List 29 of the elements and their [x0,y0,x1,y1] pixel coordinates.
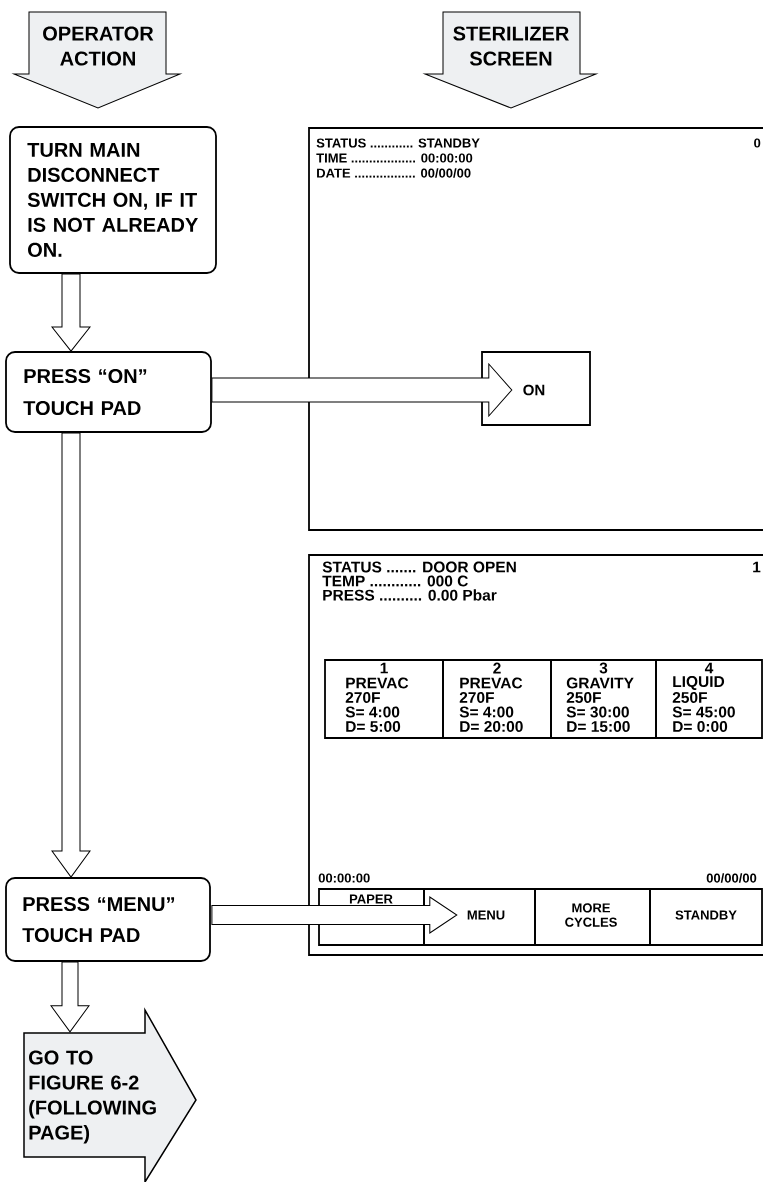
screen-text: TIME .................. 00:00:00 [316,153,473,163]
header-text: STERILIZER SCREEN [453,26,569,66]
screen-text: STATUS ....... DOOR OPEN [322,561,516,573]
touch-pad: ON [481,351,591,426]
touch-pad: PAPER [318,888,425,946]
screen-text: PRESS .......... 0.00 Pbar [323,589,497,601]
header-text: OPERATOR ACTION [43,26,154,66]
screen-text: STATUS ............ STANDBY [316,138,480,148]
hollow-arrow [51,273,91,352]
screen-text: DATE ................. 00/00/00 [317,168,471,178]
hollow-arrow [51,432,91,878]
step-box: PRESS “ON” TOUCH PAD [5,351,212,433]
screen-text: 00/00/00 [706,873,757,883]
hollow-arrow [211,896,458,934]
step-box: PRESS “MENU” TOUCH PAD [5,877,211,962]
touch-pad: STANDBY [649,888,763,946]
cycle-cell: 3 GRAVITY 250F S= 30:00 D= 15:00 [550,659,657,739]
screen-text: 00:00:00 [318,873,370,883]
screen-text: 0 [754,138,761,148]
step-box: TURN MAIN DISCONNECT SWITCH ON, IF IT IS NOT ALREADY ON. [9,126,217,274]
screen-text: 1 [753,561,761,573]
touch-pad: MORE CYCLES [534,888,651,946]
cycle-cell: 2 PREVAC 270F S= 4:00 D= 20:00 [442,659,552,739]
hollow-arrow [211,363,513,417]
screen-text: TEMP ............ 000 C [322,575,468,587]
cycle-cell: 1 PREVAC 270F S= 4:00 D= 5:00 [324,659,444,739]
cycle-cell: 4 LIQUID 250F S= 45:00 D= 0:00 [655,659,763,739]
touch-pad: MENU [423,888,536,946]
hollow-arrow [50,961,90,1033]
